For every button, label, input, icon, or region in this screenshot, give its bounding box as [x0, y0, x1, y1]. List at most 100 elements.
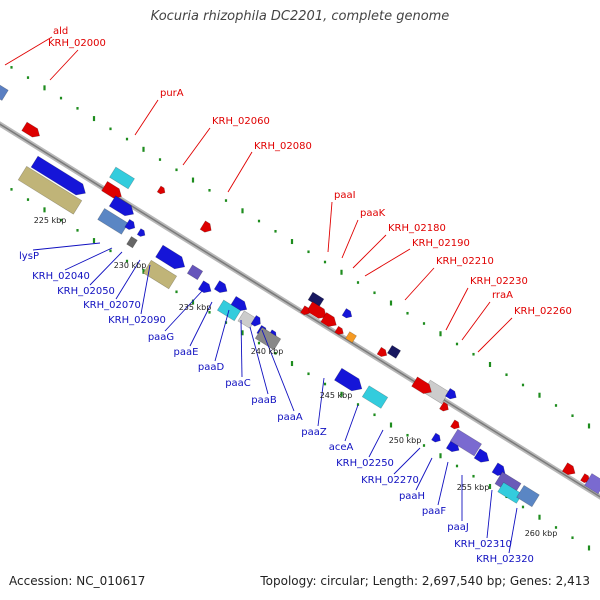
gene-label-bottom: KRH_02090: [108, 315, 166, 326]
gene-label-bottom: paaH: [399, 491, 425, 502]
gene-block: [320, 312, 337, 327]
track-dot: [587, 423, 591, 429]
track-dot: [521, 505, 525, 509]
gene-label-bottom: paaD: [198, 362, 225, 373]
leader-line: [49, 49, 79, 81]
gene-block: [126, 236, 138, 249]
leader-line: [341, 219, 359, 259]
leader-line: [461, 301, 491, 341]
leader-line: [261, 329, 295, 412]
leader-line: [189, 301, 213, 347]
track-dot: [175, 290, 178, 294]
track-dot: [554, 526, 558, 529]
gene-label-top: paaK: [360, 208, 386, 219]
track-dot: [43, 85, 46, 91]
track-dot: [422, 444, 426, 447]
gene-label-bottom: aceA: [329, 442, 354, 453]
track-dot: [125, 259, 129, 263]
top-strand-labels: aldKRH_02000purAKRH_02060KRH_02080paaIpa…: [48, 26, 572, 317]
track-dot: [274, 351, 277, 355]
track-dot: [422, 322, 426, 325]
track-dot: [274, 229, 277, 233]
leader-line: [404, 267, 435, 301]
track-dot: [538, 392, 541, 398]
gene-block: [254, 326, 282, 351]
gene-label-top: KRH_02000: [48, 38, 106, 49]
leader-line: [486, 489, 493, 539]
track-dot: [241, 208, 244, 214]
gene-block: [108, 195, 134, 217]
kbp-tick-label: 235 kbp: [179, 303, 212, 312]
gene-label-top: KRH_02190: [412, 238, 470, 249]
gene-label-top: purA: [160, 88, 184, 99]
gene-label-bottom: paaC: [225, 378, 251, 389]
gene-label-bottom: KRH_02270: [361, 475, 419, 486]
kbp-tick-label: 255 kbp: [457, 483, 490, 492]
kbp-tick-label: 245 kbp: [320, 391, 353, 400]
gene-block: [516, 484, 540, 508]
gene-block: [155, 244, 186, 270]
track-dot: [10, 188, 13, 191]
track-dot: [340, 391, 343, 397]
gene-block: [142, 259, 178, 290]
gene-block: [345, 331, 357, 344]
genome-backbone: [0, 121, 600, 500]
track-dot: [373, 413, 376, 417]
gene-label-top: KRH_02080: [254, 141, 312, 152]
gene-label-bottom: KRH_02250: [336, 458, 394, 469]
gene-block: [431, 432, 441, 443]
track-dot: [356, 403, 360, 406]
gene-label-bottom: paaB: [251, 395, 277, 406]
gene-block: [300, 305, 310, 316]
gene-label-top: rraA: [492, 290, 513, 301]
track-dot: [505, 373, 508, 377]
gene-block: [411, 376, 432, 394]
track-dot: [257, 341, 261, 345]
gene-block: [361, 385, 389, 409]
gene-block: [439, 401, 449, 412]
gene-block: [334, 367, 363, 392]
gene-label-top: KRH_02060: [212, 116, 270, 127]
track-dot: [455, 342, 459, 346]
gene-block: [450, 419, 460, 430]
track-dot: [571, 536, 574, 540]
track-dot: [92, 116, 96, 122]
kbp-tick-label: 225 kbp: [34, 216, 67, 225]
track-dot: [323, 260, 327, 264]
leader-line: [32, 242, 101, 251]
gene-block: [30, 155, 86, 196]
track-dot: [554, 404, 558, 407]
leader-line: [249, 326, 269, 395]
gene-label-bottom: KRH_02310: [454, 539, 512, 550]
leader-line: [182, 127, 211, 166]
track-dot: [109, 249, 112, 253]
gene-label-bottom: KRH_02040: [32, 271, 90, 282]
gene-features: [0, 83, 600, 508]
track-dot: [43, 207, 46, 213]
track-dot: [191, 177, 195, 183]
track-dot: [92, 238, 96, 244]
gene-block: [584, 473, 600, 495]
gene-block: [213, 280, 228, 293]
gene-block: [124, 218, 136, 230]
track-dot: [571, 414, 574, 418]
bottom-strand-labels: lysPKRH_02040KRH_02050KRH_02070KRH_02090…: [19, 251, 534, 565]
track-dot: [307, 372, 310, 376]
track-dot: [59, 218, 63, 222]
leader-line: [134, 99, 159, 136]
track-dot: [142, 146, 145, 152]
gene-block: [473, 448, 490, 463]
track-dot: [323, 382, 327, 386]
track-dot: [521, 383, 525, 387]
track-dot: [26, 76, 30, 79]
leader-line: [140, 264, 151, 315]
track-dot: [307, 250, 310, 254]
track-dot: [208, 189, 211, 192]
track-dot: [158, 158, 162, 161]
gene-block: [21, 121, 41, 138]
track-dot: [125, 137, 129, 141]
leader-line: [445, 287, 469, 331]
gene-block: [197, 280, 212, 294]
gene-block: [136, 228, 146, 237]
track-dot: [340, 269, 343, 275]
